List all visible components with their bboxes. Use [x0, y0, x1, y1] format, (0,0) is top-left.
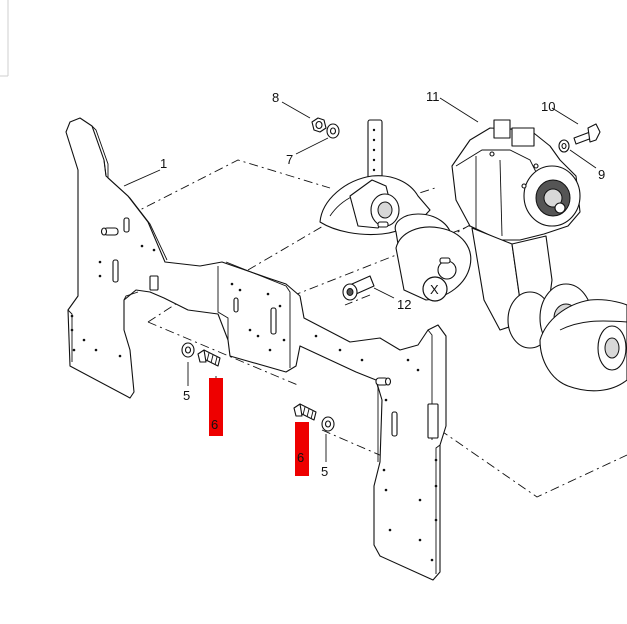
- callout-5-right: 5: [321, 464, 328, 479]
- bolt-part-10: [573, 123, 601, 145]
- washer-part-5-right: [321, 416, 335, 432]
- nut-part-8: [311, 117, 327, 133]
- highlight-part-6-left: [209, 378, 223, 436]
- callout-12: 12: [397, 297, 411, 312]
- washer-part-9: [558, 139, 570, 153]
- hitch-bracket-assembly: [319, 119, 472, 301]
- bolt-part-6-right: [293, 403, 317, 421]
- callout-9: 9: [598, 167, 605, 182]
- callout-8: 8: [272, 90, 279, 105]
- bolt-part-12: [342, 275, 375, 301]
- callout-6-left: 6: [211, 417, 218, 432]
- callout-1: 1: [160, 156, 167, 171]
- callout-11: 11: [426, 89, 440, 104]
- washer-part-7: [326, 123, 340, 139]
- highlight-part-6-right: [295, 422, 309, 476]
- callout-6-right: 6: [297, 450, 304, 465]
- washer-part-5-left: [181, 342, 195, 358]
- gearbox-part-11: [451, 119, 627, 392]
- bolt-part-6-left: [197, 349, 221, 367]
- callout-5-left: 5: [183, 388, 190, 403]
- callout-7: 7: [286, 152, 293, 167]
- detail-x-marker: [422, 276, 448, 302]
- callout-10: 10: [541, 99, 555, 114]
- main-frame-part-1: [65, 117, 447, 581]
- callout-x: X: [430, 282, 439, 297]
